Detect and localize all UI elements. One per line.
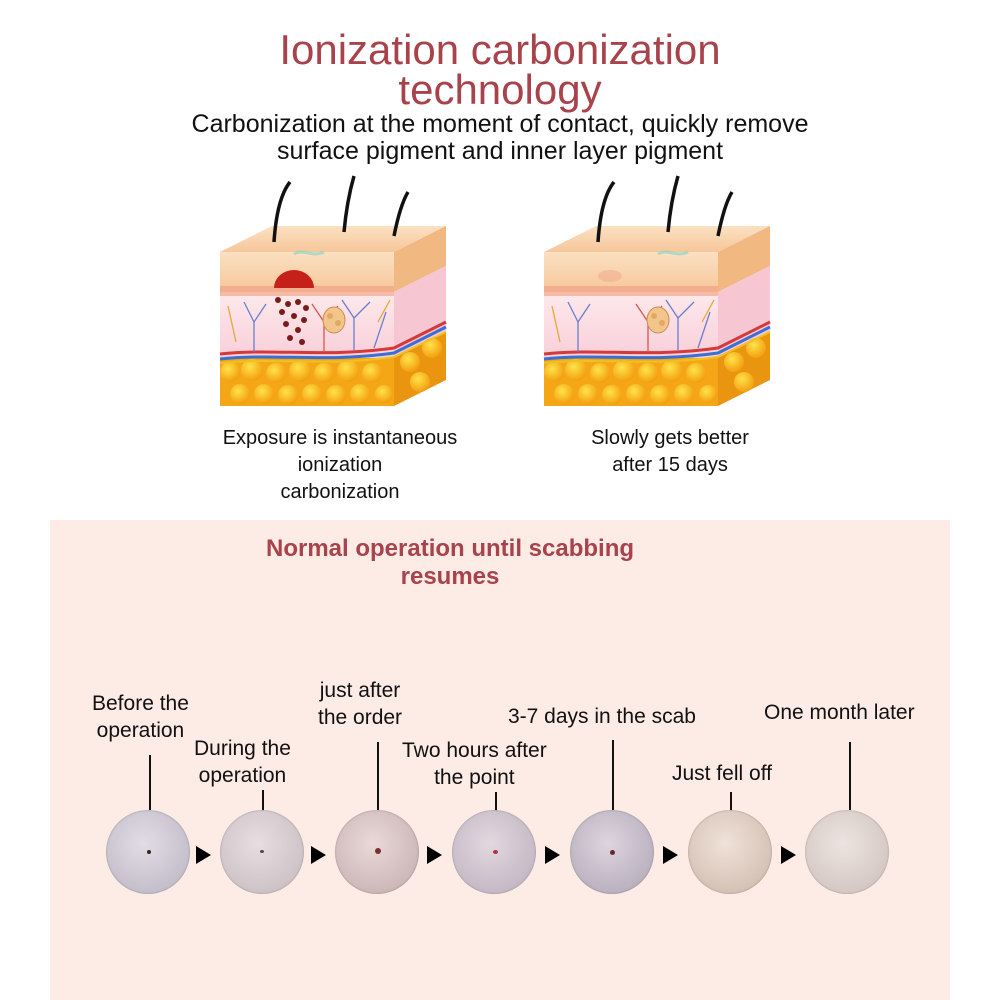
skin-photo-fell-off: [688, 810, 772, 894]
skin-diagram-carbonization: [219, 175, 447, 406]
step-label-scab-days: 3-7 days in the scab: [508, 703, 696, 730]
step-label-line: 3-7 days in the scab: [508, 705, 696, 728]
skin-photo-during: [220, 810, 304, 894]
step-label-line: operation: [96, 719, 185, 742]
skin-diagram-recovery: [543, 175, 771, 406]
arrow-right-icon: [663, 846, 678, 864]
caption-line: carbonization: [280, 481, 400, 503]
step-label-line: Just fell off: [672, 762, 772, 785]
step-label-line: operation: [198, 764, 287, 787]
subtitle-line-1: Carbonization at the moment of contact, …: [191, 110, 809, 138]
arrow-right-icon: [781, 846, 796, 864]
process-title: Normal operation until scabbing resumes: [150, 535, 750, 591]
caption-line: Slowly gets better: [591, 427, 749, 449]
diagram-caption-recovery: Slowly gets better after 15 days: [520, 425, 820, 479]
leader-line: [149, 755, 151, 810]
step-label-line: Before the: [92, 692, 189, 715]
arrow-right-icon: [196, 846, 211, 864]
step-label-one-month-later: One month later: [764, 699, 915, 726]
step-label-just-fell-off: Just fell off: [672, 760, 772, 787]
caption-line: Exposure is instantaneous: [222, 427, 458, 449]
skin-photo-before: [106, 810, 190, 894]
diagram-caption-carbonization: Exposure is instantaneous ionization car…: [190, 425, 490, 506]
arrow-right-icon: [545, 846, 560, 864]
step-label-line: just after: [319, 679, 401, 702]
process-panel: [50, 520, 950, 1000]
subtitle: Carbonization at the moment of contact, …: [90, 111, 910, 165]
skin-photo-scab: [570, 810, 654, 894]
leader-line: [730, 792, 732, 812]
step-label-line: Two hours after: [402, 739, 547, 762]
arrow-right-icon: [311, 846, 326, 864]
step-label-two-hours-after: Two hours after the point: [402, 737, 547, 791]
page-title-line-1: Ionization carbonization: [279, 26, 721, 73]
leader-line: [377, 742, 379, 810]
step-label-line: the order: [318, 706, 403, 729]
caption-line: ionization: [297, 454, 383, 476]
step-label-line: During the: [194, 737, 291, 760]
step-label-during-operation: During the operation: [194, 735, 291, 789]
step-label-before-operation: Before the operation: [92, 690, 189, 744]
step-label-just-after-order: just after the order: [318, 677, 402, 731]
leader-line: [495, 792, 497, 812]
leader-line: [262, 790, 264, 812]
caption-line: after 15 days: [612, 454, 728, 476]
subtitle-line-2: surface pigment and inner layer pigment: [276, 137, 724, 165]
arrow-right-icon: [427, 846, 442, 864]
skin-photo-one-month: [805, 810, 889, 894]
skin-photo-two-hours: [452, 810, 536, 894]
step-label-line: One month later: [764, 701, 915, 724]
step-label-line: the point: [434, 766, 515, 789]
leader-line: [849, 742, 851, 810]
process-title-line-2: resumes: [400, 563, 500, 590]
leader-line: [612, 740, 614, 810]
process-title-line-1: Normal operation until scabbing: [265, 535, 635, 562]
skin-photo-just-after: [335, 810, 419, 894]
page-title-line-2: technology: [398, 66, 602, 113]
